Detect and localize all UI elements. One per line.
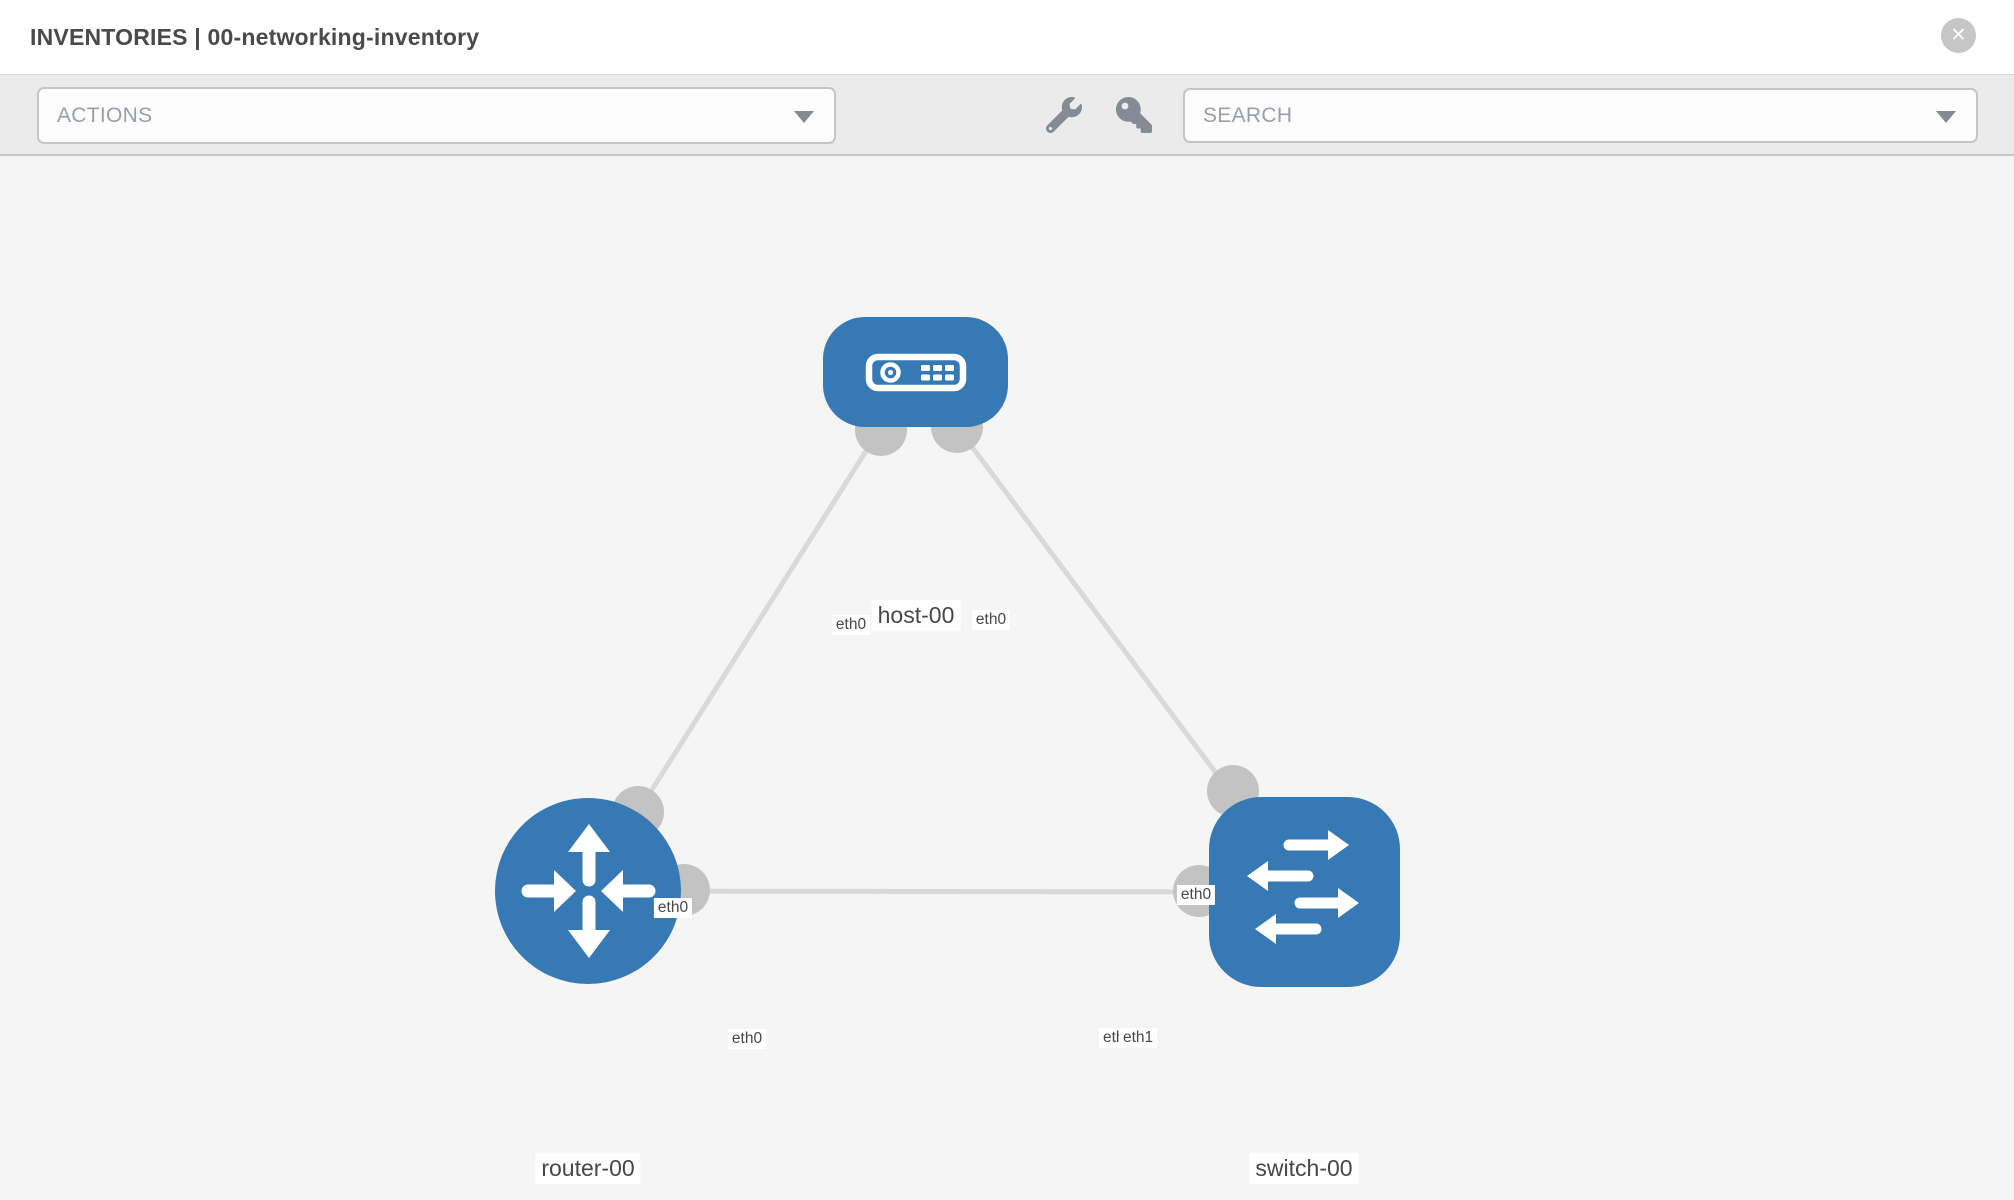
switch-icon [1247,830,1359,944]
configure-wrench-icon[interactable] [1045,97,1082,134]
router-icon [521,824,656,958]
topology-canvas[interactable]: eth0 eth0 eth0 eth0 eth0 eth0 eth1 host-… [0,156,2014,1200]
actions-dropdown-label: ACTIONS [57,103,153,127]
interface-circles [612,401,1259,917]
close-icon[interactable]: ✕ [1941,18,1976,53]
search-dropdown[interactable]: SEARCH [1183,88,1978,143]
node-host-00[interactable] [823,317,1008,427]
toolbar: ACTIONS SEARCH [0,74,2014,156]
chevron-down-icon [1936,110,1956,123]
page-title: INVENTORIES | 00-networking-inventory [30,24,480,50]
search-input[interactable]: SEARCH [1203,103,1293,127]
interface-label: eth0 [653,898,693,918]
node-label-switch: switch-00 [1249,1153,1359,1184]
node-switch-00[interactable] [1209,797,1400,987]
header: INVENTORIES | 00-networking-inventory ✕ [0,0,2014,74]
credentials-key-icon[interactable] [1116,97,1152,133]
node-router-00[interactable] [495,798,681,984]
topology-svg [495,317,1400,987]
actions-dropdown[interactable]: ACTIONS [37,87,836,144]
interface-label: eth0 [831,615,871,635]
node-label-host: host-00 [871,600,961,631]
interface-label: eth0 [727,1029,767,1049]
interface-label: eth0 [971,610,1011,630]
interface-label: eth0 [1176,885,1216,905]
interface-label: eth1 [1119,1028,1158,1048]
host-icon [865,353,967,392]
node-label-router: router-00 [535,1153,641,1184]
chevron-down-icon [794,110,814,123]
